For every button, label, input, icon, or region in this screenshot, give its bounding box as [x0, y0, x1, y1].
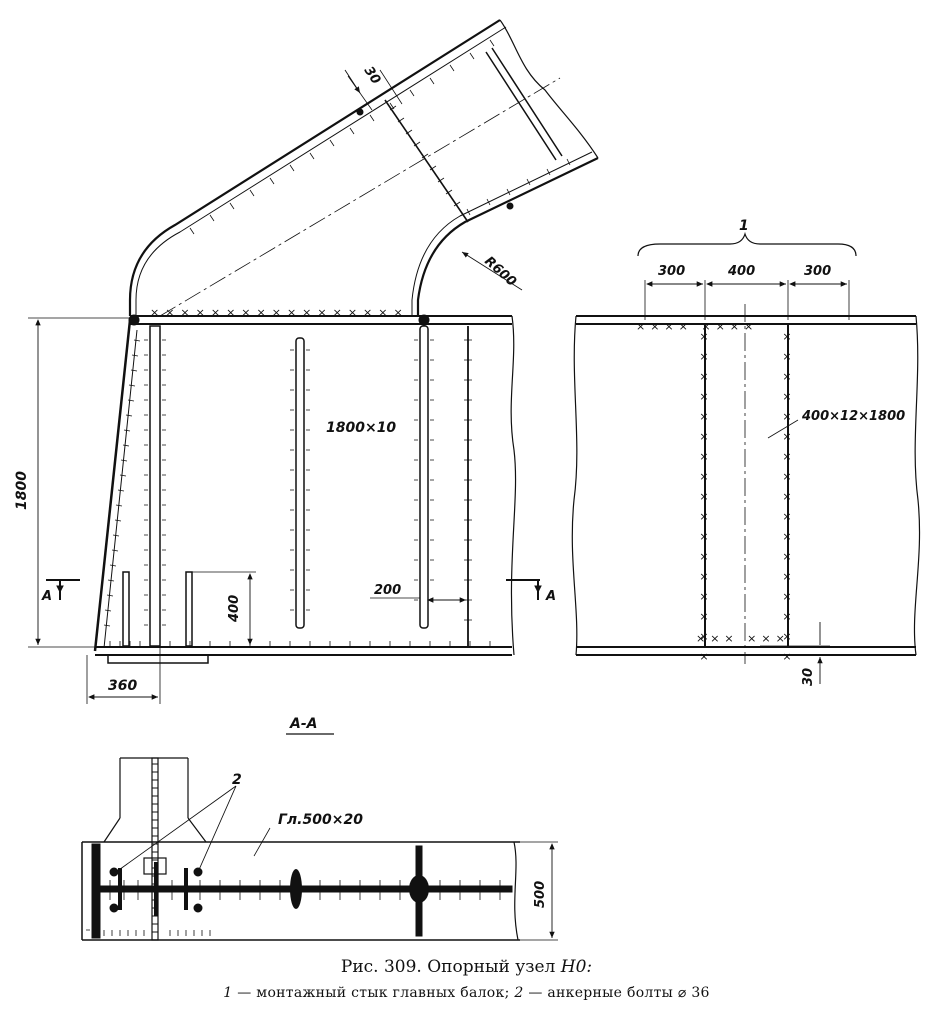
rafter-inner [416, 157, 599, 316]
anchor-bolt [109, 903, 119, 913]
legend-1-text: — монтажный стык главных балок; [232, 985, 515, 1001]
web-label: 1800×10 [326, 420, 396, 436]
dim-360-label: 360 [108, 678, 137, 694]
section-break [513, 841, 519, 941]
section-title: А-А [289, 716, 317, 732]
mid-stiffener [295, 337, 305, 629]
dim-400-label: 400 [227, 595, 242, 623]
section-web [99, 885, 513, 893]
rafter-break [499, 19, 599, 159]
splice-brace [637, 231, 857, 257]
dim-400-mid-label: 400 [727, 264, 755, 279]
short-stiffener-2 [185, 571, 193, 647]
section-plate-label: Гл.500×20 [278, 812, 363, 828]
splice-break-left [571, 315, 578, 656]
rafter-axis [159, 77, 561, 317]
callout-leader [115, 785, 237, 873]
rafter-ticks-bottom [466, 158, 571, 216]
figure-legend: 1 — монтажный стык главных балок; 2 — ан… [0, 985, 933, 1001]
splice-x-row-bottom: ××× ××× [696, 632, 790, 645]
rafter-outer [128, 19, 501, 316]
dim-line-30-top [344, 69, 361, 94]
splice-x-row-top: ×××× ×××× [636, 320, 758, 333]
splice-callout: 1 [739, 218, 749, 234]
splice-x-col-right: ××××××××××××××××× [781, 330, 794, 670]
support-stiffeners [144, 325, 166, 647]
section-mark-left-label: A [41, 589, 52, 604]
plate-leader [767, 419, 799, 439]
short-stiffener-1 [122, 571, 130, 647]
inclined-end [93, 319, 132, 652]
bottom-flange [95, 646, 512, 656]
dim-30-gap-label: 30 [801, 668, 816, 686]
dim-500-label: 500 [533, 881, 548, 908]
rafter-splice [384, 99, 469, 223]
radius-label: R600 [481, 254, 519, 290]
dim-30-top-label: 30 [361, 64, 384, 87]
legend-2-number: 2 [514, 985, 524, 1001]
dim-1800-label: 1800 [14, 471, 30, 510]
bearing-plate [107, 654, 209, 664]
section-callout: 2 [232, 772, 242, 788]
weld-ticks-end [103, 339, 141, 627]
structural-drawing: ××××××××××××××××× [14, 19, 921, 941]
section-mark-right-label: A [545, 589, 556, 604]
dim-300-right-label: 300 [804, 264, 831, 279]
anchor-bolt [193, 903, 203, 913]
anchor-bolt [109, 867, 119, 877]
section-view [81, 757, 558, 941]
elevation-view: ××××××××××××××××× [28, 19, 599, 704]
radius-leader [461, 251, 523, 291]
rafter-ticks-top [189, 39, 495, 235]
break-line [510, 315, 517, 656]
splice-x-col-left: ××××××××××××××××× [698, 330, 711, 670]
dim-200-label: 200 [374, 583, 401, 598]
splice-plate-label: 400×12×1800 [801, 409, 905, 424]
weld-node-right [418, 314, 430, 326]
legend-2-text: — анкерные болты ⌀ 36 [523, 985, 710, 1001]
splice-break-right [913, 315, 921, 656]
knee-stiffener [419, 325, 429, 629]
legend-1-number: 1 [223, 985, 233, 1001]
dim-300-left-label: 300 [658, 264, 685, 279]
figure-caption: Рис. 309. Опорный узел Н0: [0, 957, 933, 977]
caption-prefix: Рис. 309. Опорный узел [340, 957, 561, 977]
rafter-stiffener [485, 47, 563, 161]
caption-code: Н0: [560, 957, 593, 977]
splice-view [571, 231, 921, 684]
weld-x-row: ××××××××××××××××× [150, 306, 409, 319]
top-flange [130, 315, 512, 325]
weld-node-left [128, 314, 140, 326]
